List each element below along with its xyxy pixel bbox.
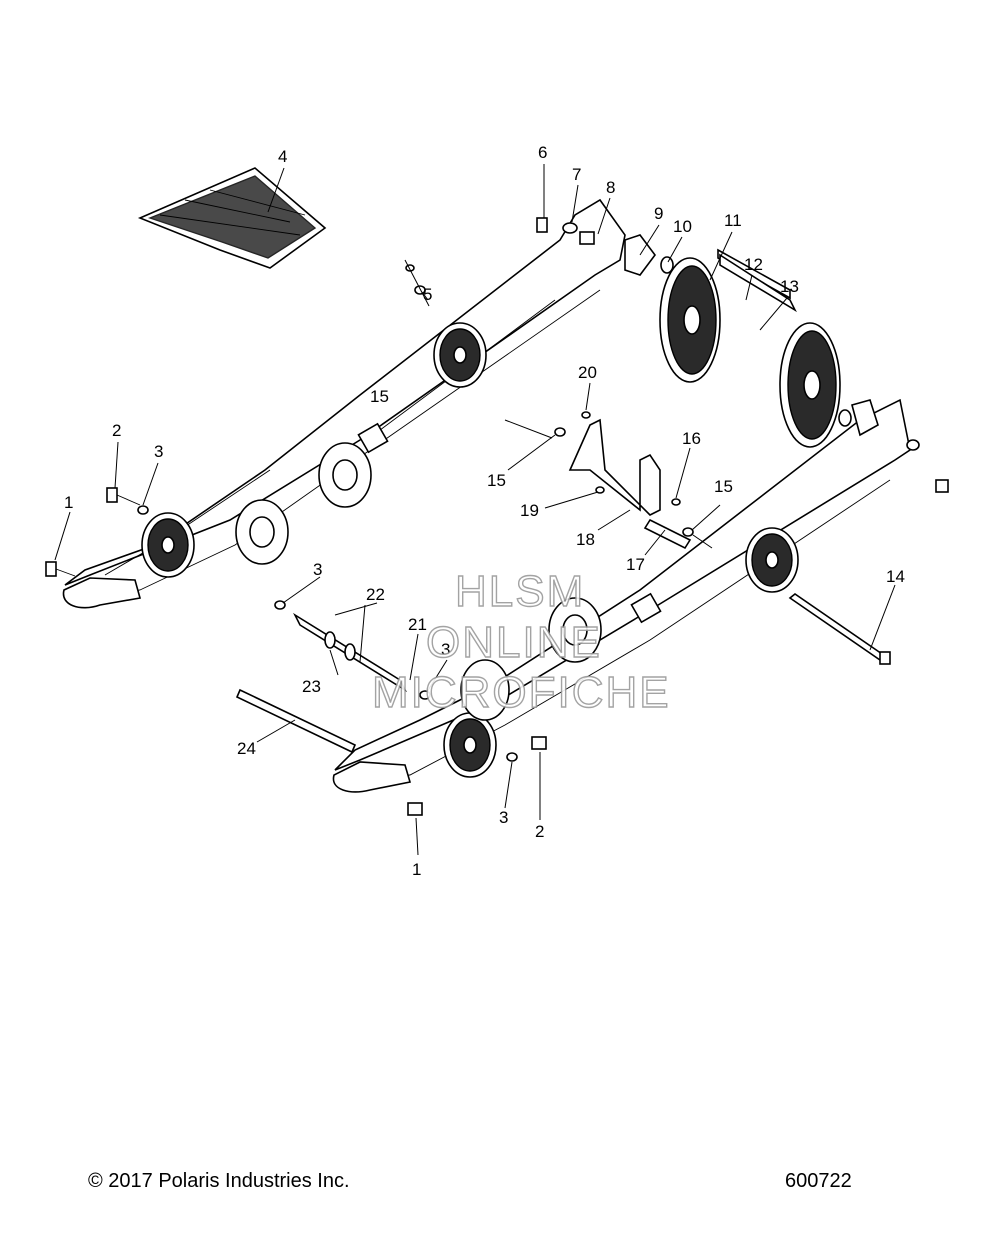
callout-8: 8 [606,178,615,197]
watermark-line-2: ONLINE [426,618,602,667]
part-4-slide-block [137,167,327,269]
callout-15-a: 15 [370,387,389,406]
left-rail [62,198,626,609]
callout-1-b: 1 [412,860,421,879]
watermark-line-3: MICROFICHE [372,668,671,717]
copyright-text: © 2017 Polaris Industries Inc. [88,1170,350,1192]
callout-4: 4 [278,147,287,166]
callout-17: 17 [626,555,645,574]
watermark: HLSM ONLINE MICROFICHE [371,566,671,717]
callout-22: 22 [366,585,385,604]
callout-3-b: 3 [313,560,322,579]
right-rail [332,398,911,793]
callout-1-a: 1 [64,493,73,512]
figure-number: 600722 [785,1170,852,1192]
callout-19: 19 [520,501,539,520]
callout-2-b: 2 [535,822,544,841]
part-14-bolt [788,593,891,665]
callout-2-a: 2 [112,421,121,440]
callout-23: 23 [302,677,321,696]
callout-14: 14 [886,567,905,586]
fasteners [45,217,949,816]
leader-lines [54,164,896,856]
callout-18: 18 [576,530,595,549]
callout-20: 20 [578,363,597,382]
callout-9: 9 [654,204,663,223]
callout-10: 10 [673,217,692,236]
callout-11: 11 [724,211,742,230]
callout-3-c: 3 [441,640,450,659]
callout-3-a: 3 [154,442,163,461]
callout-7: 7 [572,165,581,184]
callout-13: 13 [780,277,799,296]
watermark-line-1: HLSM [455,567,585,616]
callout-15-c: 15 [714,477,733,496]
callout-24: 24 [237,739,256,758]
rear-idler-assembly [624,234,879,448]
center-bracket [568,418,692,550]
callout-5: 5 [423,285,432,304]
callout-16: 16 [682,429,701,448]
callout-3-d: 3 [499,808,508,827]
callout-6: 6 [538,143,547,162]
callout-12: 12 [744,255,763,274]
shafts [235,612,407,754]
callout-labels: 4 6 7 8 9 10 11 12 13 5 15 20 2 3 16 15 … [64,143,905,879]
callout-21: 21 [408,615,427,634]
callout-15-b: 15 [487,471,506,490]
